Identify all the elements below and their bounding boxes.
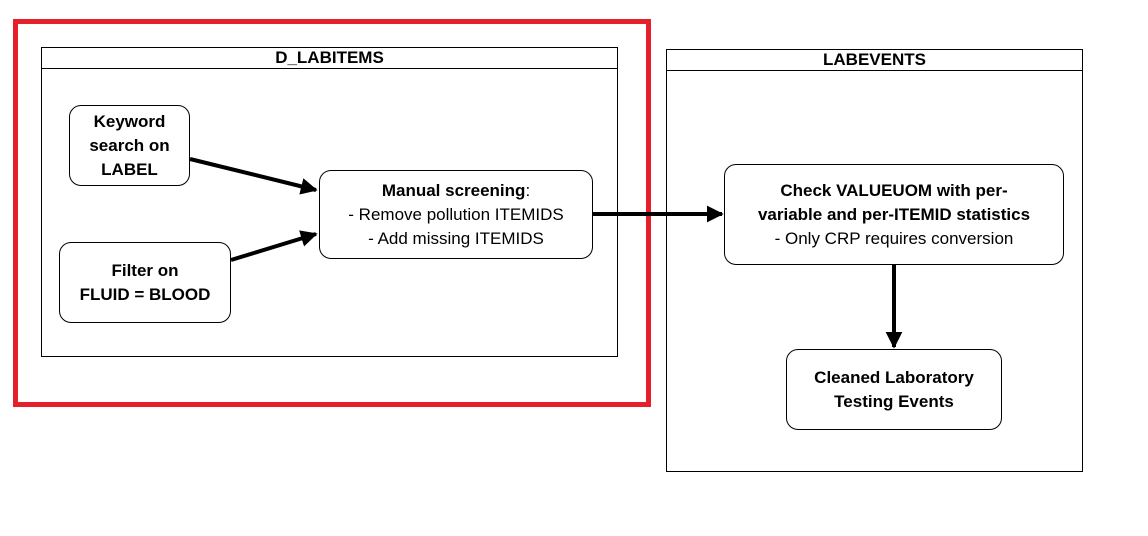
node-manual-colon: : [525,180,531,200]
node-keyword-line1: Keyword [93,111,166,131]
node-filter-fluid: Filter on FLUID = BLOOD [59,242,231,323]
node-filter-line1: Filter on [111,260,179,280]
node-keyword-line2: search on [89,135,170,155]
node-manual-screening: Manual screening: - Remove pollution ITE… [319,170,593,259]
node-cleaned-line2: Testing Events [834,391,954,411]
node-check-valueuom: Check VALUEUOM with per- variable and pe… [724,164,1064,265]
node-manual-line3: - Add missing ITEMIDS [368,228,544,248]
node-manual-heading-row: Manual screening: [382,179,530,203]
node-filter-line2: FLUID = BLOOD [79,284,211,304]
node-check-line2: variable and per-ITEMID statistics [757,204,1031,224]
node-manual-heading: Manual screening [381,180,526,200]
node-cleaned-events: Cleaned Laboratory Testing Events [786,349,1002,430]
node-cleaned-line1: Cleaned Laboratory [814,367,974,387]
arrow-keyword-to-manual [189,157,318,195]
node-check-line1: Check VALUEUOM with per- [780,180,1008,200]
container-title-labevents: LABEVENTS [667,50,1082,71]
arrow-filter-to-manual [230,230,318,262]
node-check-line3: - Only CRP requires conversion [774,228,1014,248]
container-title-d-labitems: D_LABITEMS [42,48,617,69]
node-keyword-search: Keyword search on LABEL [69,105,190,186]
node-manual-line2: - Remove pollution ITEMIDS [348,204,564,224]
node-keyword-line3: LABEL [101,159,158,179]
